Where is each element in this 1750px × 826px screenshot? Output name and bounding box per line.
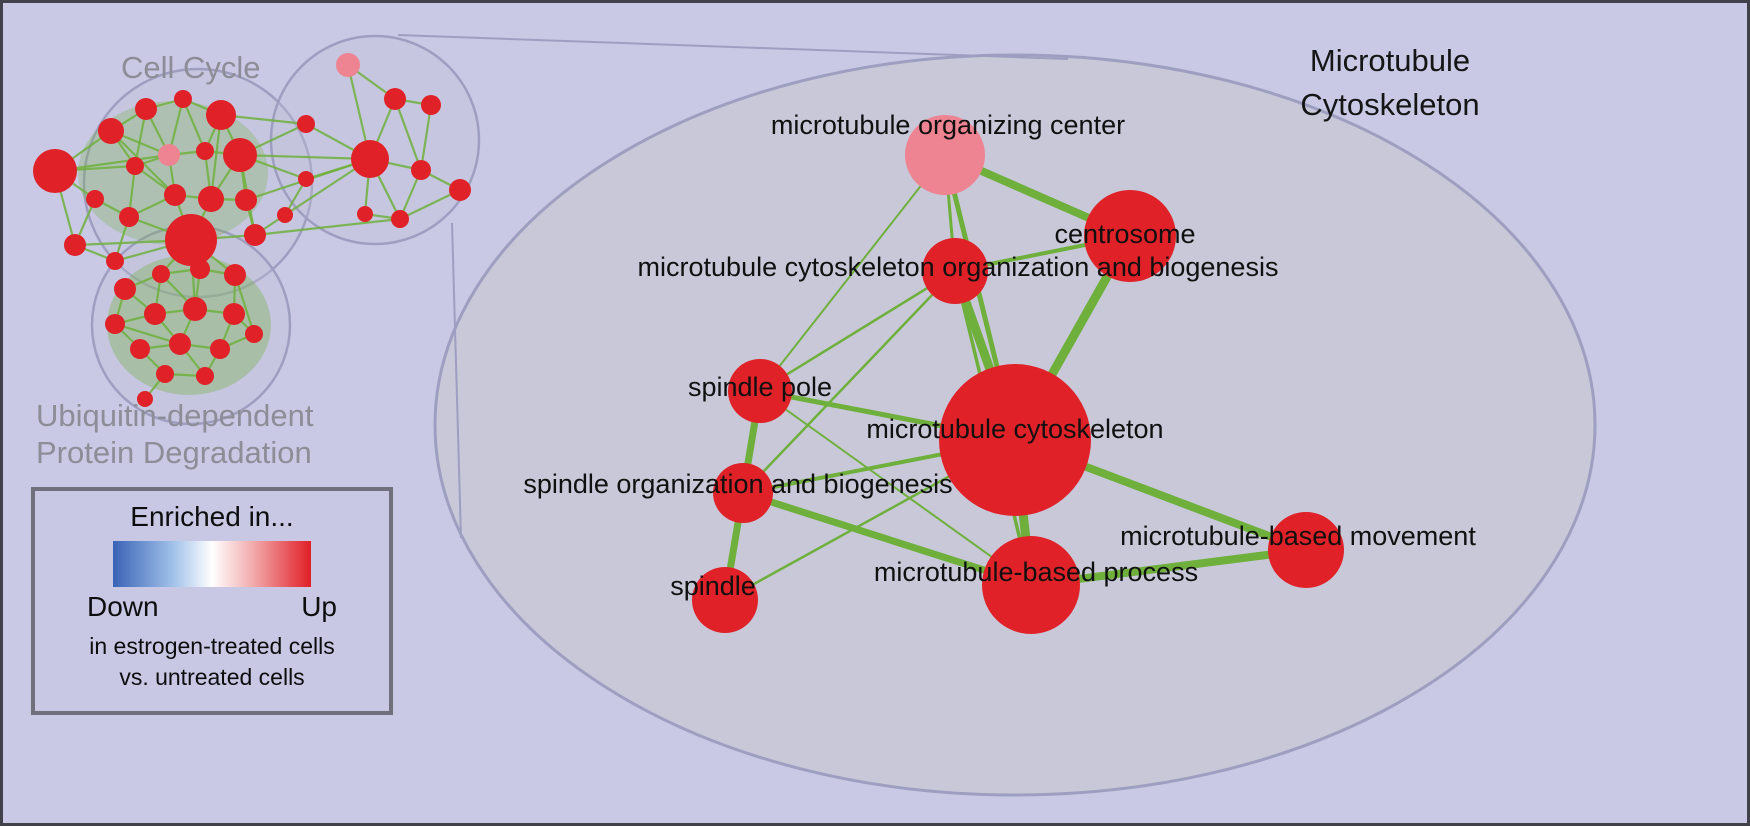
node-label-centrosome: centrosome (1054, 219, 1195, 249)
overview-node (449, 179, 471, 201)
overview-node (158, 144, 180, 166)
legend-gradient-bar (113, 541, 311, 587)
overview-node (206, 100, 236, 130)
edge-mcob-spindle_pole (758, 269, 957, 393)
legend-footnote-line1: in estrogen-treated cells (89, 633, 335, 659)
overview-node (119, 207, 139, 227)
overview-node (152, 265, 170, 283)
legend: Enriched in... Down Up in estrogen-treat… (31, 487, 393, 715)
overview-node (126, 157, 144, 175)
node-label-spindle: spindle (670, 571, 756, 601)
overview-edge (181, 98, 207, 152)
overview-node (235, 189, 257, 211)
overview-node (351, 140, 389, 178)
overview-node (156, 365, 174, 383)
overview-node (130, 339, 150, 359)
overview-node (411, 160, 431, 180)
overview-node (135, 98, 157, 120)
overview-edge (393, 98, 423, 171)
legend-title: Enriched in... (130, 501, 294, 532)
overview-node (144, 303, 166, 325)
edge-moc-spindle_pole (759, 154, 946, 392)
overview-node (210, 339, 230, 359)
figure-title-line1: Microtubule (1309, 43, 1471, 78)
legend-down-label: Down (87, 591, 159, 622)
overview-node (196, 142, 214, 160)
overview-edge (114, 322, 181, 346)
overview-node (33, 149, 77, 193)
node-spindle_org (713, 463, 773, 523)
overview-node (336, 53, 360, 77)
node-centrosome (1084, 190, 1176, 282)
legend-footnote-line2: vs. untreated cells (119, 664, 305, 690)
node-label-mb_process: microtubule-based process (874, 557, 1198, 587)
node-label-spindle_org: spindle organization and biogenesis (523, 469, 952, 499)
overview-node (357, 206, 373, 222)
node-spindle_pole (728, 359, 792, 423)
overview-node (137, 391, 153, 407)
overview-node (223, 138, 257, 172)
node-mcob (922, 238, 988, 304)
cluster-label-ubiquitin-line1: Ubiquitin-dependent (36, 398, 314, 433)
overview-node (98, 118, 124, 144)
overview-node (298, 171, 314, 187)
node-mb_movement (1268, 512, 1344, 588)
overview-node (277, 207, 293, 223)
overview-node (421, 95, 441, 115)
enrichment-map-svg: microtubule organizing centercentrosomem… (33, 34, 1597, 797)
overview-node (245, 325, 263, 343)
legend-scale-row: Down Up (87, 591, 337, 623)
node-label-moc: microtubule organizing center (771, 110, 1125, 140)
overview-edge (399, 189, 461, 220)
overview-node (174, 90, 192, 108)
edge-mcob-spindle_org (741, 269, 957, 495)
node-spindle (692, 567, 758, 633)
overview-node (190, 259, 210, 279)
overview-node (169, 333, 191, 355)
overview-edge (419, 104, 433, 171)
overview-node (384, 88, 406, 110)
legend-up-label: Up (301, 591, 337, 622)
overview-node (183, 297, 207, 321)
overview-node (64, 234, 86, 256)
legend-footnote: in estrogen-treated cells vs. untreated … (35, 631, 389, 693)
node-mt_cytoskeleton (939, 364, 1091, 516)
node-label-spindle_pole: spindle pole (688, 372, 832, 402)
figure-title: Microtubule Cytoskeleton (1265, 39, 1515, 127)
figure-title-line2: Cytoskeleton (1300, 87, 1480, 122)
cluster-label-cell-cycle: Cell Cycle (121, 50, 261, 85)
overview-node (106, 252, 124, 270)
overview-node (244, 224, 266, 246)
overview-edge (239, 153, 371, 161)
overview-node (196, 367, 214, 385)
edge-spindle_org-mb_process (739, 489, 1035, 589)
cluster-outline-microtubule (269, 34, 481, 246)
overview-node (86, 190, 104, 208)
overview-node (223, 303, 245, 325)
overview-node (114, 278, 136, 300)
cluster-label-ubiquitin-line2: Protein Degradation (36, 435, 312, 470)
node-label-mt_cytoskeleton: microtubule cytoskeleton (866, 414, 1163, 444)
cluster-label-ubiquitin: Ubiquitin-dependent Protein Degradation (36, 397, 314, 471)
overview-node (391, 210, 409, 228)
overview-node (105, 314, 125, 334)
node-label-mb_movement: microtubule-based movement (1120, 521, 1476, 551)
node-label-mcob: microtubule cytoskeleton organization an… (638, 252, 1279, 282)
overview-node (165, 214, 217, 266)
edge-spindle_pole-mb_process (759, 390, 1032, 586)
overview-node (164, 184, 186, 206)
lens-line (397, 34, 1069, 60)
overview-node (224, 264, 246, 286)
lens-line (451, 222, 462, 539)
node-moc (905, 115, 985, 195)
overview-node (198, 186, 224, 212)
overview-edge (254, 217, 401, 237)
node-mb_process (982, 536, 1080, 634)
overview-node (297, 115, 315, 133)
